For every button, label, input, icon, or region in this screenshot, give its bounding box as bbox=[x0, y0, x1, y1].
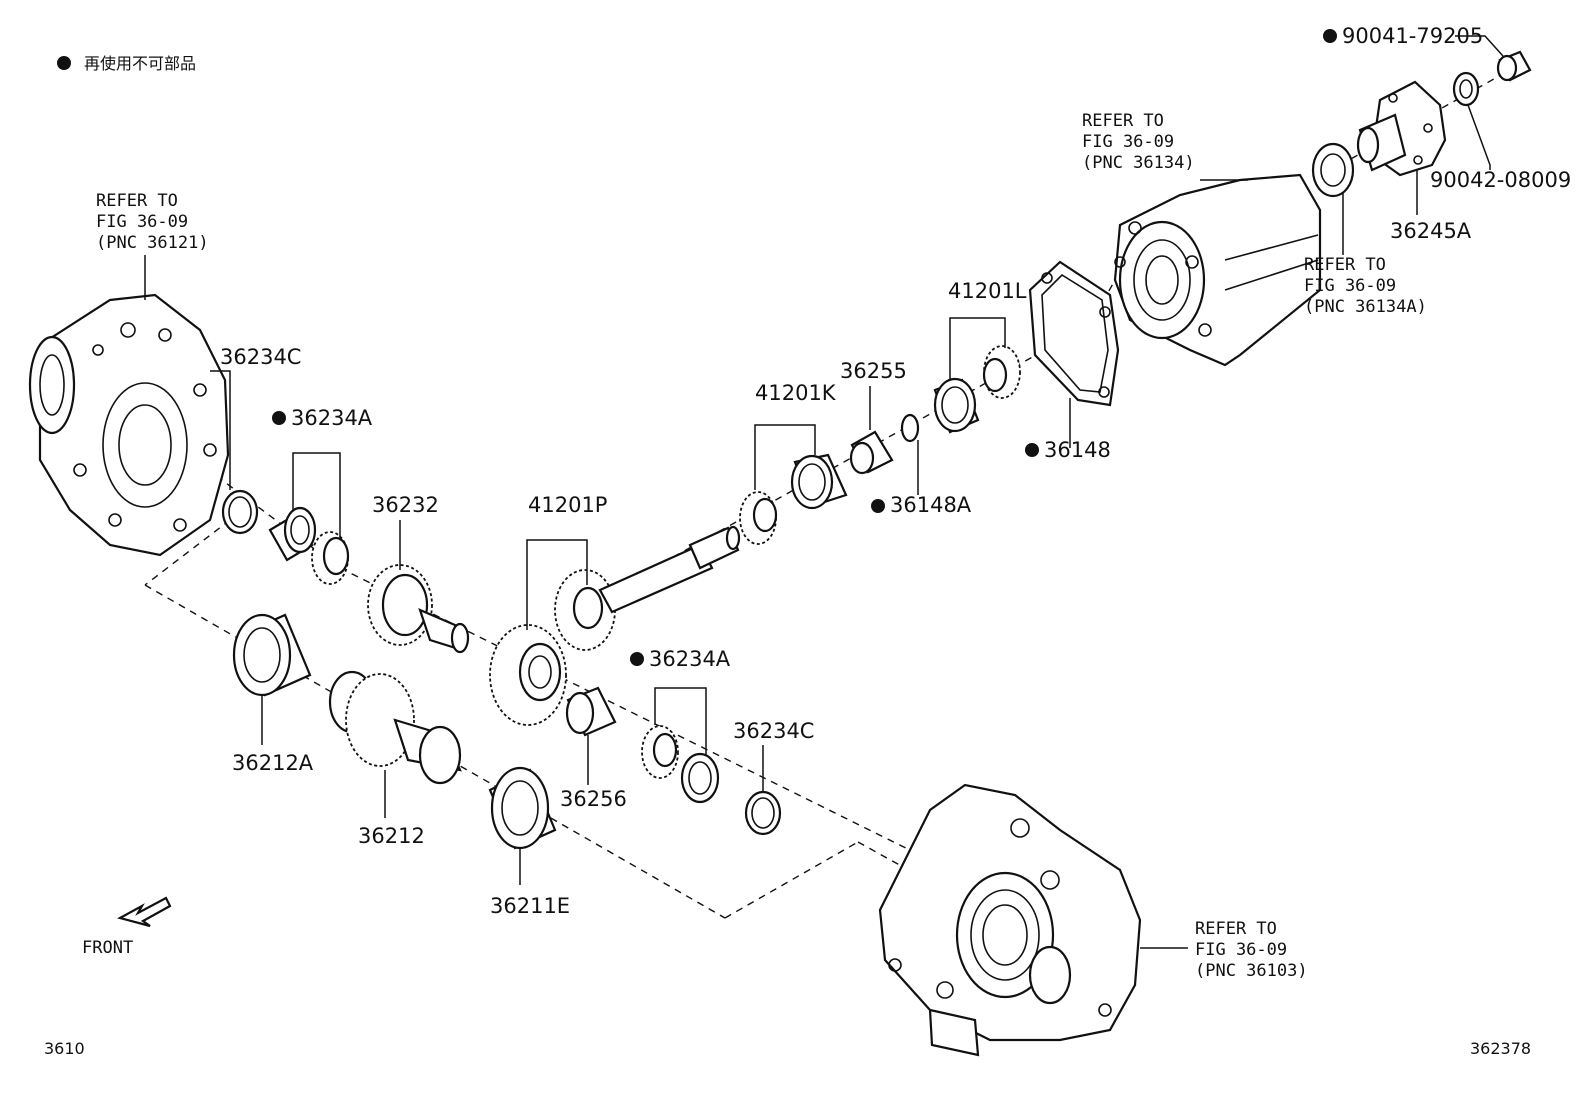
nut-90041 bbox=[1496, 50, 1532, 82]
label-41201p: 41201P bbox=[528, 493, 607, 517]
non-reusable-marker-icon bbox=[1025, 443, 1039, 457]
label-36256: 36256 bbox=[560, 787, 627, 811]
non-reusable-marker-icon bbox=[272, 411, 286, 425]
refer-note-case-right-line1: REFER TO bbox=[1195, 919, 1277, 939]
washer-90042 bbox=[1452, 71, 1480, 107]
refer-note-extension-line2: FIG 36-09 bbox=[1082, 132, 1174, 152]
non-reusable-marker-icon bbox=[871, 499, 885, 513]
non-reusable-marker-icon bbox=[1323, 29, 1337, 43]
non-reusable-marker-icon bbox=[630, 652, 644, 666]
output-gear-36212 bbox=[328, 670, 462, 785]
shim-36148a bbox=[900, 413, 920, 443]
label-36148a: 36148A bbox=[890, 493, 972, 517]
label-36232: 36232 bbox=[372, 493, 439, 517]
label-90041-79205: 90041-79205 bbox=[1342, 24, 1483, 48]
bearing-set-36234a-bottom bbox=[641, 725, 720, 804]
label-36234c-bottom: 36234C bbox=[733, 719, 814, 743]
label-41201l: 41201L bbox=[948, 279, 1027, 303]
illustration-number: 362378 bbox=[1470, 1039, 1531, 1058]
label-36148: 36148 bbox=[1044, 438, 1111, 462]
refer-note-case-left-line3: (PNC 36121) bbox=[96, 233, 209, 253]
right-case-housing bbox=[878, 783, 1188, 1057]
refer-note-case-left-line1: REFER TO bbox=[96, 191, 178, 211]
non-reusable-marker-icon bbox=[57, 56, 71, 70]
refer-note-case-left-line2: FIG 36-09 bbox=[96, 212, 188, 232]
label-36245a: 36245A bbox=[1390, 219, 1472, 243]
spacer-36255 bbox=[849, 430, 894, 475]
gasket-36148 bbox=[1028, 260, 1120, 407]
label-36211e: 36211E bbox=[490, 894, 570, 918]
refer-note-seal-line3: (PNC 36134A) bbox=[1304, 297, 1427, 317]
bearing-set-36234a-top bbox=[268, 506, 350, 585]
spacer-36256 bbox=[565, 686, 617, 737]
label-36212: 36212 bbox=[358, 824, 425, 848]
label-36234a-bottom: 36234A bbox=[649, 647, 731, 671]
companion-flange-36245a bbox=[1356, 80, 1447, 177]
bearing-36211e bbox=[488, 766, 557, 850]
bearing-set-41201k bbox=[739, 453, 848, 545]
oil-seal bbox=[1311, 142, 1355, 198]
legend-text: 再使用不可部品 bbox=[84, 54, 196, 73]
refer-note-case-right-line2: FIG 36-09 bbox=[1195, 940, 1287, 960]
figure-number: 3610 bbox=[44, 1039, 85, 1058]
refer-note-seal-line1: REFER TO bbox=[1304, 255, 1386, 275]
refer-note-extension-line1: REFER TO bbox=[1082, 111, 1164, 131]
front-label: FRONT bbox=[82, 938, 133, 958]
left-case-housing bbox=[28, 255, 230, 557]
label-36212a: 36212A bbox=[232, 751, 314, 775]
counter-gear-36232 bbox=[367, 564, 470, 654]
label-90042-08009: 90042-08009 bbox=[1430, 168, 1571, 192]
refer-note-seal-line2: FIG 36-09 bbox=[1304, 276, 1396, 296]
refer-note-case-right-line3: (PNC 36103) bbox=[1195, 961, 1308, 981]
front-arrow-icon bbox=[117, 896, 172, 928]
extension-housing bbox=[1113, 173, 1322, 367]
label-36255: 36255 bbox=[840, 359, 907, 383]
bearing-36212a bbox=[232, 613, 312, 697]
refer-note-extension-line3: (PNC 36134) bbox=[1082, 153, 1195, 173]
label-36234a-top: 36234A bbox=[291, 406, 373, 430]
pinion-shaft-41201p bbox=[598, 525, 741, 614]
label-36234c-top: 36234C bbox=[220, 345, 301, 369]
label-41201k: 41201K bbox=[755, 381, 837, 405]
bearing-set-41201l bbox=[933, 345, 1021, 434]
